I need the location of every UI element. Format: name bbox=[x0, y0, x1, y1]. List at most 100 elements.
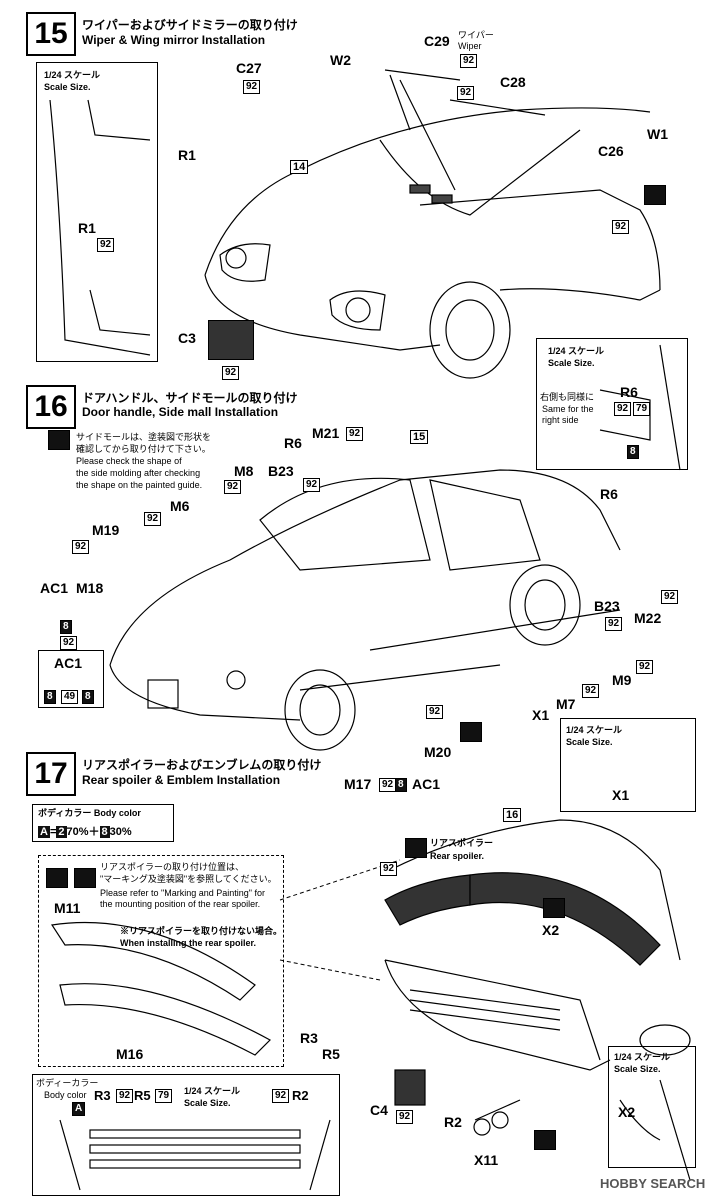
paint-92: 92 bbox=[97, 238, 115, 252]
paint-8: 8 bbox=[60, 620, 72, 634]
wiper-label-en: Wiper bbox=[458, 41, 482, 51]
paint-brush-icon bbox=[48, 430, 70, 450]
part-x11: X11 bbox=[474, 1152, 499, 1168]
body-color-small-en: Body color bbox=[44, 1090, 87, 1100]
part-m19: M19 bbox=[92, 522, 120, 538]
part-c29: C29 bbox=[424, 33, 450, 49]
part-r3: R3 bbox=[300, 1030, 318, 1046]
paint-92: 92 bbox=[605, 617, 623, 631]
rear-spoiler-jp: リアスポイラー bbox=[430, 838, 494, 848]
step-17-scale2-jp: 1/24 スケール bbox=[614, 1052, 671, 1062]
part-c4: C4 bbox=[370, 1102, 388, 1118]
paint-92: 92 bbox=[426, 705, 444, 719]
formula-p1: 70%＋ bbox=[66, 826, 100, 838]
part-m8: M8 bbox=[234, 463, 254, 479]
paint-92: 92 bbox=[60, 636, 78, 650]
step-17-note2-jp: ※リアスポイラーを取り付けない場合。 bbox=[120, 926, 283, 936]
ac1-detail-box bbox=[38, 650, 104, 708]
part-x1-scale: X1 bbox=[612, 787, 630, 803]
step-15-scale-en: Scale Size. bbox=[44, 82, 91, 92]
part-r5: R5 bbox=[322, 1046, 340, 1062]
paint-92: 92 bbox=[614, 402, 632, 416]
same-right-en1: Same for the bbox=[542, 404, 594, 414]
glue-icon bbox=[644, 185, 666, 205]
step-16-scale-box-2 bbox=[560, 718, 696, 812]
part-c28: C28 bbox=[500, 74, 526, 90]
part-x1: X1 bbox=[532, 707, 550, 723]
body-color-label: ボディカラー Body color bbox=[38, 808, 141, 819]
step-17-note2-en: When installing the rear spoiler. bbox=[120, 938, 257, 948]
ref-step-16: 16 bbox=[503, 808, 522, 822]
part-b23-right: B23 bbox=[594, 598, 620, 614]
paint-92: 92 bbox=[243, 80, 261, 94]
step-17-scale-box-2 bbox=[608, 1046, 696, 1168]
step-16-title-jp: ドアハンドル、サイドモールの取り付け bbox=[82, 391, 298, 405]
step-16-note-en1: Please check the shape of bbox=[76, 456, 182, 466]
paint-92: 92 bbox=[457, 86, 475, 100]
rear-spoiler-en: Rear spoiler. bbox=[430, 851, 485, 861]
step-15-number: 15 bbox=[26, 12, 76, 56]
part-r2: R2 bbox=[444, 1114, 462, 1130]
part-m11: M11 bbox=[54, 900, 81, 916]
part-c3: C3 bbox=[178, 330, 196, 346]
paint-92: 92 bbox=[582, 684, 600, 698]
step-16-note-jp1: サイドモールは、塗装図で形状を bbox=[76, 432, 212, 442]
glue-icon bbox=[460, 722, 482, 742]
same-right-jp: 右側も同様に bbox=[540, 392, 595, 402]
ref-step-15: 15 bbox=[410, 430, 429, 444]
paint-92: 92 bbox=[346, 427, 364, 441]
part-r2-scale: R2 bbox=[292, 1088, 309, 1103]
body-color-jp: ボディカラー bbox=[38, 808, 92, 818]
step-17-note-en1: Please refer to "Marking and Painting" f… bbox=[100, 888, 265, 898]
step-17-note-box bbox=[38, 855, 284, 1067]
paint-8: 8 bbox=[395, 778, 407, 792]
part-x2: X2 bbox=[542, 922, 560, 938]
body-color-en: Body color bbox=[93, 808, 141, 818]
hole-icon bbox=[46, 868, 68, 888]
part-r5-scale: R5 bbox=[134, 1088, 151, 1103]
part-c3-plate bbox=[208, 320, 254, 360]
part-m7: M7 bbox=[556, 696, 576, 712]
same-right-en2: right side bbox=[542, 415, 579, 425]
step-16-note-jp2: 確認してから取り付けて下さい。 bbox=[76, 444, 211, 454]
step-17-note-en2: the mounting position of the rear spoile… bbox=[100, 899, 261, 909]
paint-92: 92 bbox=[303, 478, 321, 492]
step-17-scale2-en: Scale Size. bbox=[614, 1064, 661, 1074]
paint-49: 49 bbox=[61, 690, 79, 704]
step-16-scale-en: Scale Size. bbox=[548, 358, 595, 368]
paint-92: 92 bbox=[396, 1110, 414, 1124]
step-17-number: 17 bbox=[26, 752, 76, 796]
step-15-title-en: Wiper & Wing mirror Installation bbox=[82, 33, 266, 47]
paint-8: 8 bbox=[82, 690, 94, 704]
part-ac1-detail: AC1 bbox=[54, 655, 83, 671]
paint-8: 8 bbox=[44, 690, 56, 704]
paint-92: 92 bbox=[224, 480, 242, 494]
part-m16: M16 bbox=[116, 1046, 144, 1062]
paint-92: 92 bbox=[661, 590, 679, 604]
part-r1-scale: R1 bbox=[78, 220, 96, 236]
paint-a: A bbox=[72, 1102, 86, 1116]
part-m9: M9 bbox=[612, 672, 632, 688]
paint-92: 92 bbox=[636, 660, 654, 674]
part-c27: C27 bbox=[236, 60, 262, 76]
part-m17: M17 bbox=[344, 776, 372, 792]
hole-icon bbox=[405, 838, 427, 858]
watermark: HOBBY SEARCH bbox=[600, 1176, 706, 1191]
step-17-scale-box bbox=[32, 1074, 340, 1196]
paint-79: 79 bbox=[155, 1089, 173, 1103]
step-16-scale-jp: 1/24 スケール bbox=[548, 346, 605, 356]
part-r6-scale: R6 bbox=[620, 384, 638, 400]
step-17-note-jp1: リアスポイラーの取り付け位置は、 bbox=[100, 862, 245, 872]
step-16-scale2-en: Scale Size. bbox=[566, 737, 613, 747]
formula-8: 8 bbox=[99, 826, 110, 838]
part-w1: W1 bbox=[647, 126, 668, 142]
glue-icon bbox=[534, 1130, 556, 1150]
formula-eq: = bbox=[49, 826, 57, 838]
ref-step-14: 14 bbox=[290, 160, 309, 174]
step-15-scale-box bbox=[36, 62, 158, 362]
part-r3-scale: R3 bbox=[94, 1088, 111, 1103]
paint-8: 8 bbox=[627, 445, 639, 459]
paint-92: 92 bbox=[272, 1089, 290, 1103]
paint-92: 92 bbox=[460, 54, 478, 68]
part-c26: C26 bbox=[598, 143, 624, 159]
